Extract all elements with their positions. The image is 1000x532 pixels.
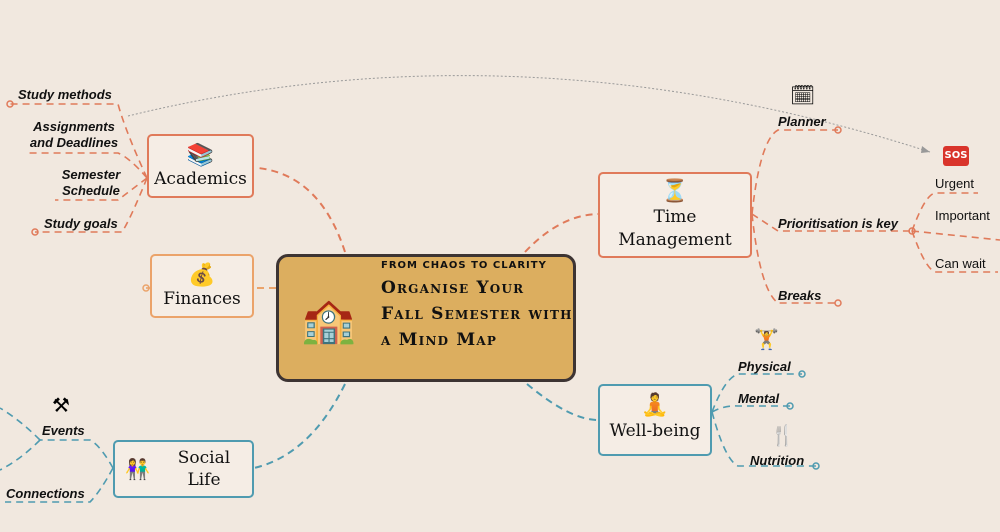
priority-can-wait[interactable]: Can wait [935, 256, 986, 271]
person-in-lotus-position-icon: 🧘 [641, 393, 669, 418]
priority-important[interactable]: Important [935, 208, 990, 223]
calendar-icon: 🗓 [790, 83, 816, 107]
sos-icon: SOS [943, 146, 969, 166]
priority-urgent[interactable]: Urgent [935, 176, 975, 191]
subtopic-study-methods[interactable]: Study methods [18, 87, 112, 102]
branch-academics-label: Academics [154, 169, 247, 189]
subtopic-mental[interactable]: Mental [738, 391, 780, 406]
subtopic-assignments[interactable]: Assignments and Deadlines [29, 119, 119, 150]
subtopic-semester-schedule[interactable]: Semester Schedule [61, 167, 121, 198]
central-topic[interactable]: FROM CHAOS TO CLARITY Organise Your Fall… [276, 254, 576, 382]
branch-academics[interactable]: 📚 Academics [147, 134, 254, 198]
arrow-head [921, 146, 930, 153]
branch-finances[interactable]: 💰 Finances [150, 254, 254, 318]
branch-social-life[interactable]: 👫 Social Life [113, 440, 254, 498]
branch-social-life-label: Social Life [177, 448, 231, 490]
connector-well-being [526, 383, 599, 421]
central-title: Organise Your Fall Semester with a Mind … [381, 278, 573, 350]
subtopic-connections[interactable]: Connections [6, 486, 85, 501]
branch-finances-label: Finances [163, 289, 241, 309]
connector-time-management [524, 213, 599, 253]
subtopic-events[interactable]: Events [42, 423, 85, 438]
subtopic-breaks[interactable]: Breaks [778, 288, 822, 303]
central-kicker: FROM CHAOS TO CLARITY [381, 260, 547, 271]
branch-time-management[interactable]: ⏳ Time Management [598, 172, 752, 258]
branch-well-being[interactable]: 🧘 Well-being [598, 384, 712, 456]
crossed-tools-icon: ⚒ [52, 393, 70, 417]
people-holding-hands-icon: 👫 [125, 457, 150, 481]
hourglass-icon: ⏳ [661, 179, 689, 204]
connector-social-life [253, 383, 346, 469]
money-bag-icon: 💰 [188, 263, 216, 288]
weightlifter-icon: 🏋 [754, 327, 779, 351]
subtopic-prioritisation[interactable]: Prioritisation is key [778, 216, 898, 231]
school-building-icon: 🏫 [301, 295, 356, 346]
subtopic-study-goals[interactable]: Study goals [44, 216, 118, 231]
subtopic-planner[interactable]: Planner [778, 114, 826, 129]
branch-time-management-label: Time Management [618, 207, 732, 250]
branch-well-being-label: Well-being [609, 421, 701, 441]
subtopic-physical[interactable]: Physical [738, 359, 791, 374]
subtopic-nutrition[interactable]: Nutrition [750, 453, 805, 468]
books-icon: 📚 [186, 143, 215, 168]
fork-and-knife-icon: 🍴 [770, 423, 795, 447]
connector-academics [257, 167, 346, 253]
